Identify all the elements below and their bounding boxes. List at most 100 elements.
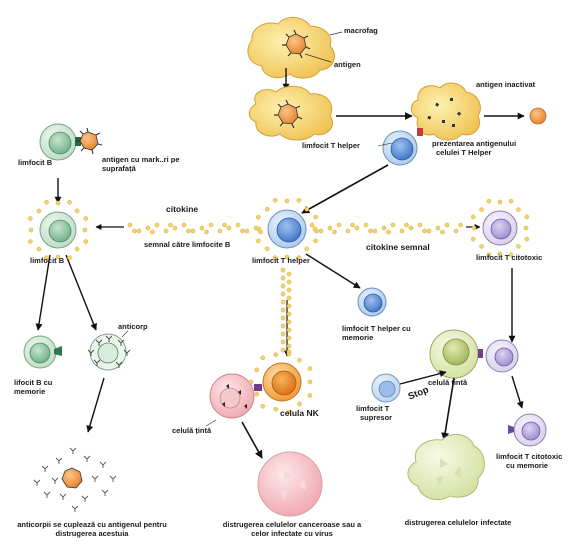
- cytokine-dot: [150, 229, 155, 235]
- cytokine-dot: [327, 225, 333, 231]
- cytokine-dot: [280, 347, 286, 353]
- label-anticorpii-l1: anticorpii se cuplează cu antigenul pent…: [17, 520, 167, 529]
- cytokine-dot: [479, 207, 484, 212]
- cytokine-dot: [136, 228, 142, 234]
- cytokine-dot: [204, 229, 209, 235]
- cytokine-dot: [280, 275, 286, 281]
- cytokine-dot: [163, 228, 169, 234]
- cytokine-dot: [440, 229, 445, 235]
- cytokine-dot: [286, 279, 292, 285]
- cytokine-dot: [199, 225, 205, 231]
- cytokine-dot: [256, 226, 262, 232]
- cytokine-dot: [273, 352, 279, 358]
- cytokine-dot: [222, 222, 227, 228]
- label-distrugerea-canceroase-l1: distrugerea celulelor canceroase sau a: [222, 520, 362, 529]
- label-antigen: antigen: [334, 60, 361, 69]
- cytokine-dot: [296, 255, 302, 260]
- cytokine-dot: [254, 391, 260, 397]
- cytokine-dot: [132, 228, 137, 234]
- label-limfocit-t-citotoxic-memorie-l2: cu memorie: [506, 461, 549, 470]
- receptor-marker: [417, 128, 423, 136]
- label-limfocit-t-helper-top: limfocit T helper: [302, 141, 360, 150]
- cytokine-dot: [67, 199, 72, 205]
- cytokine-dot: [307, 393, 313, 398]
- cytokine-dot: [404, 222, 409, 228]
- cytokine-dot: [280, 299, 286, 305]
- cytokine-dot: [286, 351, 292, 357]
- cytokine-dot: [497, 251, 503, 257]
- cytokine-dot: [244, 228, 250, 234]
- cytokine-dot: [181, 222, 187, 228]
- cytokine-dot: [408, 225, 414, 231]
- cytokine-dot: [36, 208, 42, 214]
- cytokine-dot: [284, 254, 290, 260]
- cytokine-dot: [168, 222, 173, 228]
- cytokine-dot: [248, 379, 254, 385]
- infected-target-cell: [429, 329, 479, 379]
- cytokine-dot: [422, 228, 427, 234]
- arrow-to-cancer-destruction: [241, 421, 263, 459]
- cytokine-dot: [260, 355, 265, 361]
- cytokine-dot: [256, 214, 261, 220]
- cytokine-dot: [217, 228, 223, 234]
- b-cell-mid: [39, 211, 77, 249]
- label-limfocit-t-helper-memorie-l2: memorie: [342, 333, 374, 342]
- label-antigen-markeri-l1: antigen cu mark..ri pe: [102, 155, 180, 164]
- arrow-to-memory-tc: [511, 375, 524, 409]
- target-receptor: [478, 349, 483, 358]
- cytokine-dot: [386, 229, 391, 235]
- cytokine-dot: [304, 206, 310, 212]
- t-helper-memory-cell: [357, 287, 387, 317]
- label-lifocit-b-memorie-l1: lifocit B cu: [14, 378, 53, 387]
- cytokine-dot: [523, 225, 529, 231]
- cytokine-dot: [284, 198, 290, 204]
- t-suppressor-cell: [371, 373, 401, 403]
- arrow-b-to-plasma: [65, 254, 97, 331]
- cytokine-dot: [345, 228, 351, 234]
- cytokine-dot: [286, 327, 292, 333]
- destroyed-cancer-cell: [257, 451, 323, 517]
- label-limfocit-b-top: limfocit B: [18, 158, 53, 167]
- cytokine-dot: [272, 255, 278, 260]
- cytokine-dot: [307, 366, 313, 371]
- cytokine-dot: [280, 323, 286, 329]
- cytokine-dot: [435, 225, 441, 231]
- stop-arrow: [399, 370, 447, 385]
- arrow-b-to-memory: [35, 254, 51, 331]
- t-helper-cell-top: [382, 130, 418, 166]
- cytokine-dot: [516, 244, 521, 249]
- arrow-to-t-helper-mid: [301, 164, 389, 214]
- cytokine-dot: [74, 246, 80, 252]
- cytokine-dot: [74, 208, 80, 214]
- cytokine-dot: [444, 222, 450, 228]
- cytokine-dot: [240, 228, 245, 234]
- cytokine-dot: [154, 222, 160, 228]
- label-celula-tinta-right: celulă țintă: [428, 378, 468, 387]
- cytokine-dot: [296, 198, 302, 203]
- cytokine-dot: [516, 207, 521, 212]
- cytokine-dot: [280, 307, 286, 313]
- cytokine-dot: [172, 225, 178, 231]
- cytokine-dot: [280, 267, 286, 273]
- t-cytotoxic-memory-cell: [508, 413, 547, 447]
- cytokine-dot: [36, 246, 42, 252]
- label-macrofag: macrofag: [344, 26, 378, 35]
- presenting-macrophage-cell: [410, 82, 481, 141]
- cytokine-dot: [286, 295, 292, 301]
- cytokine-dot: [260, 403, 265, 409]
- cytokine-dot: [354, 225, 360, 231]
- cytokine-dot: [307, 379, 313, 385]
- cytokine-dot: [524, 236, 530, 242]
- label-prezentarea-l1: prezentarea antigenului: [432, 139, 517, 148]
- cytokine-dot: [313, 214, 318, 220]
- label-anticorpii-l2: distrugerea acestuia: [55, 529, 129, 538]
- label-limfocit-t-helper-mid: limfocit T helper: [252, 256, 310, 265]
- label-distrugerea-canceroase-l2: celor infectate cu virus: [251, 529, 333, 538]
- cytokine-dot: [417, 222, 423, 228]
- cytokine-dot: [186, 228, 191, 234]
- cytokine-dot: [27, 239, 33, 244]
- cytokine-dot: [453, 228, 459, 234]
- granule-dots: [222, 384, 247, 409]
- cytokine-dot: [127, 222, 133, 228]
